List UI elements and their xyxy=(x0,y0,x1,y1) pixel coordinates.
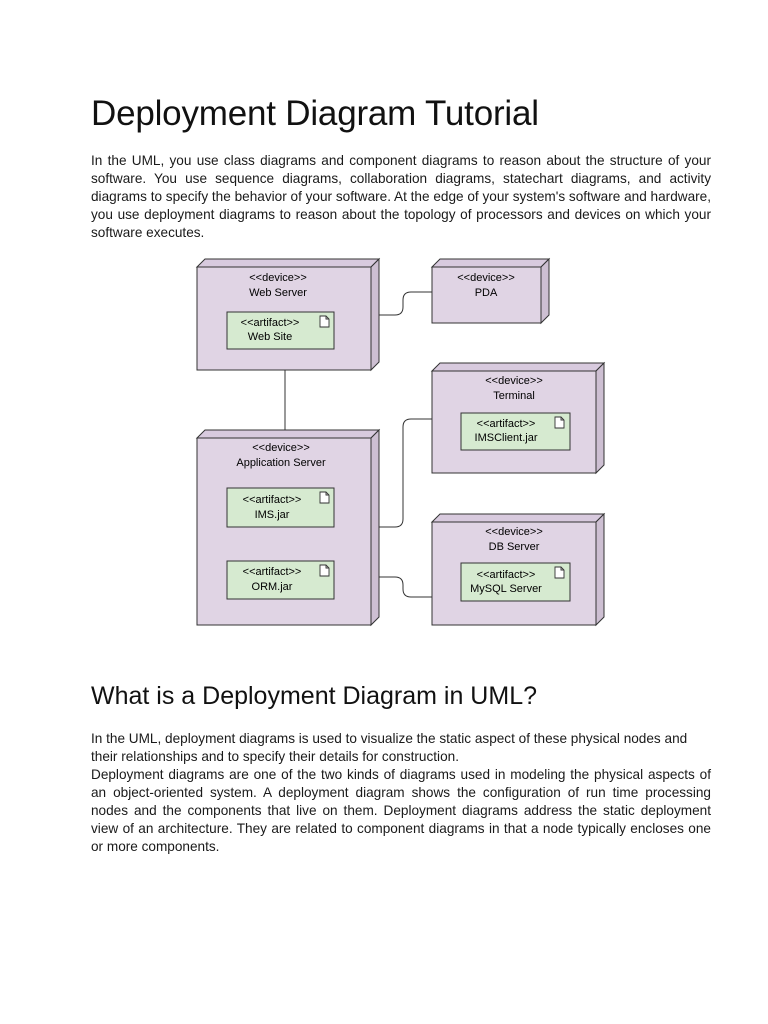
node-pda: <<device>> PDA xyxy=(430,257,551,325)
artifact-stereotype: <<artifact>> xyxy=(477,418,536,430)
section-heading: What is a Deployment Diagram in UML? xyxy=(91,682,537,710)
artifact-name: IMS.jar xyxy=(255,509,290,521)
artifact-mysql-server: <<artifact>> MySQL Server xyxy=(460,562,571,602)
artifact-name: MySQL Server xyxy=(470,583,542,595)
artifact-stereotype: <<artifact>> xyxy=(243,566,302,578)
artifact-stereotype: <<artifact>> xyxy=(243,494,302,506)
artifact-name: IMSClient.jar xyxy=(475,432,538,444)
artifact-web-site: <<artifact>> Web Site xyxy=(226,311,335,350)
node-stereotype: <<device>> xyxy=(485,375,543,387)
node-stereotype: <<device>> xyxy=(249,272,307,284)
document-icon xyxy=(554,416,565,429)
artifact-stereotype: <<artifact>> xyxy=(477,569,536,581)
connector-appserver-terminal xyxy=(371,418,432,528)
node-terminal: <<device>> Terminal <<artifact>> IMSClie… xyxy=(430,361,606,475)
document-icon xyxy=(319,564,330,577)
node-stereotype: <<device>> xyxy=(485,526,543,538)
document-icon xyxy=(319,491,330,504)
connector-webserver-pda xyxy=(371,291,432,316)
node-db-server: <<device>> DB Server <<artifact>> MySQL … xyxy=(430,512,606,627)
node-application-server: <<device>> Application Server <<artifact… xyxy=(195,428,381,627)
artifact-imsclient-jar: <<artifact>> IMSClient.jar xyxy=(460,412,571,451)
node-name: PDA xyxy=(475,287,498,299)
connectors xyxy=(284,291,432,598)
definition-paragraph: In the UML, deployment diagrams is used … xyxy=(91,731,688,764)
connector-appserver-dbserver xyxy=(371,576,432,598)
description-paragraph: Deployment diagrams are one of the two k… xyxy=(91,767,711,854)
intro-paragraph: In the UML, you use class diagrams and c… xyxy=(91,153,711,240)
artifact-name: Web Site xyxy=(248,331,292,343)
node-name: Application Server xyxy=(236,457,326,469)
node-stereotype: <<device>> xyxy=(252,442,310,454)
node-web-server: <<device>> Web Server <<artifact>> Web S… xyxy=(195,257,381,372)
artifact-orm-jar: <<artifact>> ORM.jar xyxy=(226,560,335,600)
document-icon xyxy=(319,315,330,328)
artifact-name: ORM.jar xyxy=(252,581,293,593)
node-name: Web Server xyxy=(249,287,307,299)
page-title: Deployment Diagram Tutorial xyxy=(91,94,539,133)
artifact-ims-jar: <<artifact>> IMS.jar xyxy=(226,487,335,528)
node-name: Terminal xyxy=(493,390,535,402)
node-stereotype: <<device>> xyxy=(457,272,515,284)
node-name: DB Server xyxy=(489,541,540,553)
artifact-stereotype: <<artifact>> xyxy=(241,317,300,329)
document-icon xyxy=(554,566,565,579)
